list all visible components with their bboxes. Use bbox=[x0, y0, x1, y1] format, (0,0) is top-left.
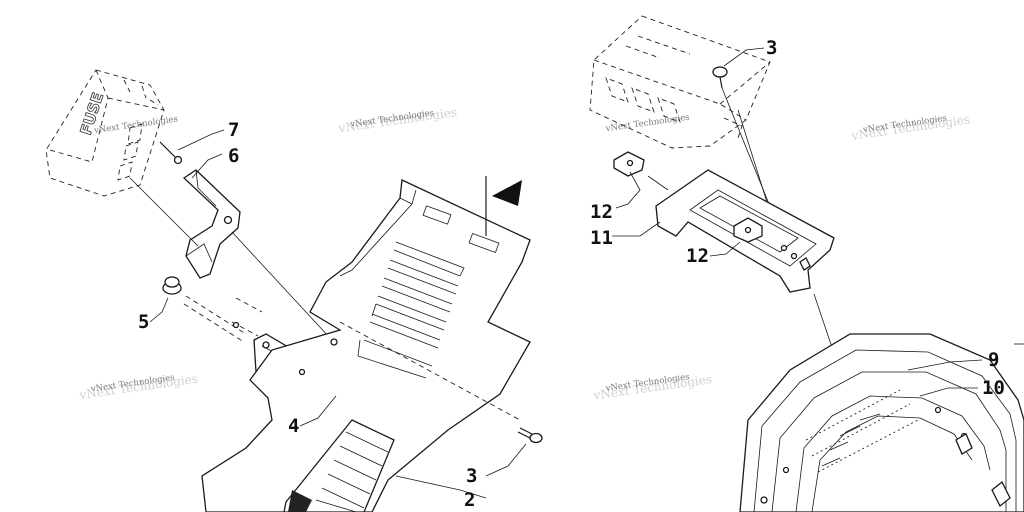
grommet-5 bbox=[162, 276, 247, 343]
main-panel-2 bbox=[201, 176, 531, 512]
callout-6: 6 bbox=[228, 145, 239, 167]
watermark-1: vNext Technologies vNext Technologies bbox=[337, 105, 458, 136]
warning-decal bbox=[283, 419, 395, 512]
svg-text:vNext Technologies: vNext Technologies bbox=[604, 113, 690, 135]
screw-3-left bbox=[517, 427, 543, 444]
callout-3-right: 3 bbox=[766, 37, 777, 59]
watermark-7: vNext Technologies vNext Technologies bbox=[592, 372, 713, 403]
callout-9: 9 bbox=[988, 349, 999, 371]
fuse-bracket-6 bbox=[182, 169, 241, 279]
callout-12-left: 12 bbox=[590, 201, 613, 223]
clip-nut-12-left bbox=[613, 151, 669, 191]
direction-arrow-icon bbox=[492, 180, 522, 206]
pin-7 bbox=[159, 141, 183, 165]
callout-2: 2 bbox=[464, 489, 475, 511]
callout-12-right: 12 bbox=[686, 245, 709, 267]
callout-4: 4 bbox=[288, 415, 299, 437]
callout-11: 11 bbox=[590, 227, 613, 249]
clip-nut-12-right bbox=[733, 217, 763, 243]
control-module bbox=[589, 15, 771, 149]
watermark-3: vNext Technologies vNext Technologies bbox=[78, 372, 199, 403]
callout-3-left: 3 bbox=[466, 465, 477, 487]
callout-10: 10 bbox=[982, 377, 1005, 399]
leader-fuse-bracket bbox=[129, 177, 199, 247]
watermark-5: vNext Technologies bbox=[604, 113, 690, 135]
callout-7: 7 bbox=[228, 119, 239, 141]
leader-bracket-panel bbox=[231, 231, 331, 339]
watermark-6: vNext Technologies vNext Technologies bbox=[850, 112, 971, 143]
callout-5: 5 bbox=[138, 311, 149, 333]
fender-housing bbox=[739, 333, 1024, 512]
watermark-2: vNext Technologies bbox=[93, 114, 179, 136]
svg-text:vNext Technologies: vNext Technologies bbox=[93, 114, 179, 136]
leader-lines bbox=[149, 47, 1024, 499]
